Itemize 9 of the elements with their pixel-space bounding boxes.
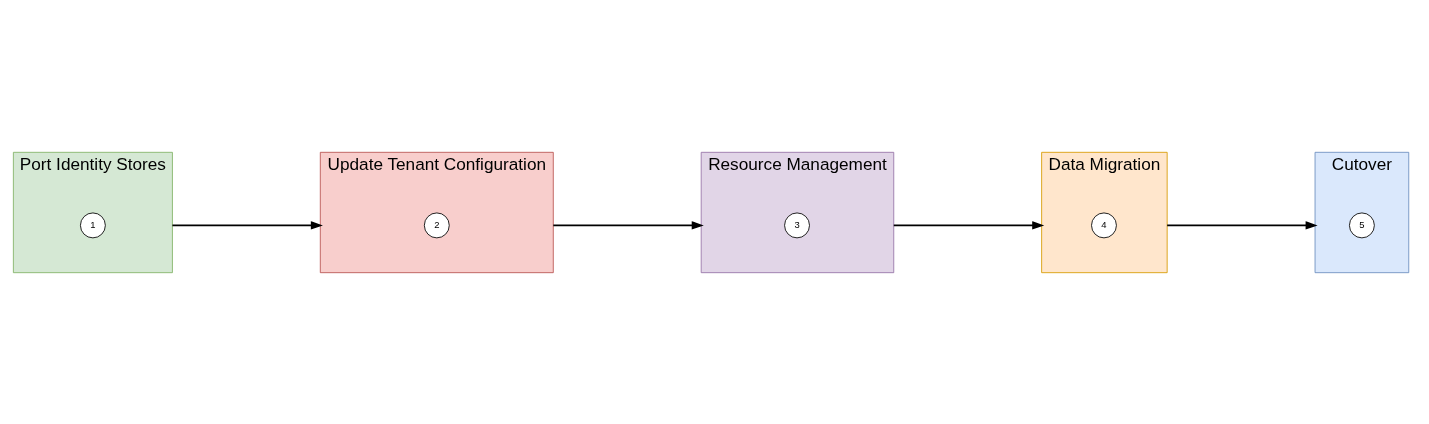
arrow bbox=[1166, 220, 1318, 230]
node-circle: 3 bbox=[784, 212, 810, 238]
arrow bbox=[171, 220, 323, 230]
node-circle: 5 bbox=[1349, 212, 1375, 238]
node-circle: 1 bbox=[80, 212, 106, 238]
node-circle: 4 bbox=[1091, 212, 1117, 238]
arrow bbox=[892, 220, 1045, 230]
arrow bbox=[552, 220, 704, 230]
node-circle: 2 bbox=[423, 212, 450, 238]
